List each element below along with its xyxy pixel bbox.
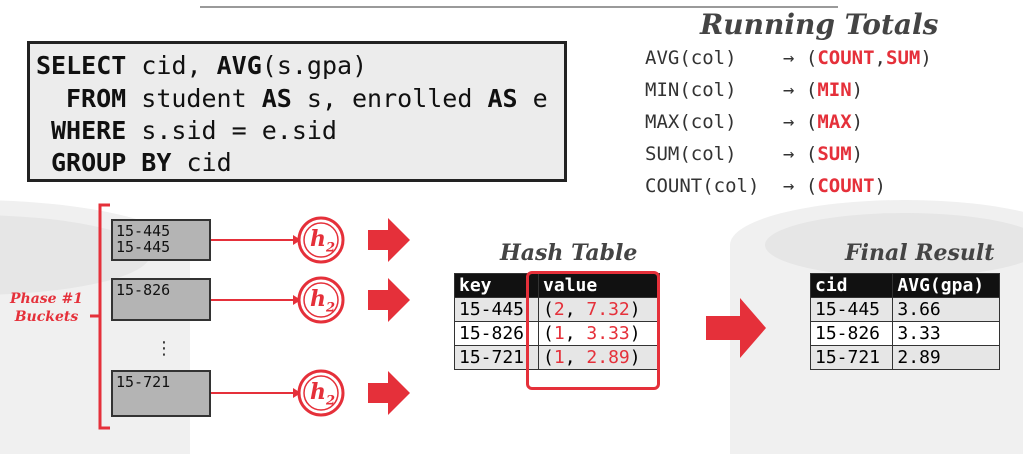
sql-line-select: SELECT cid, AVG(s.gpa): [36, 51, 368, 80]
result-avg-cell: 3.33: [892, 321, 1000, 346]
bucket-link-arrowhead-1: [293, 235, 301, 245]
sql-line-from: FROM student AS s, enrolled AS e: [66, 84, 548, 113]
rt-part: SUM: [817, 143, 852, 165]
hash-table-title: Hash Table: [500, 240, 638, 266]
sql-line-groupby: GROUP BY cid: [51, 148, 232, 177]
bucket-ellipsis: ⋮: [155, 338, 173, 359]
hash-table-header-key: key: [453, 273, 540, 298]
hash-value-cell: (2, 7.32): [538, 297, 660, 322]
rt-function: MIN(col): [645, 79, 737, 101]
hash-fn-label-3: h2: [310, 379, 336, 409]
hash-fn-circle-1: [297, 216, 345, 264]
table-row: 15-721(1, 2.89): [453, 345, 660, 370]
rt-part: MAX: [817, 111, 852, 133]
arrow-right-icon: [368, 371, 410, 415]
running-total-row: SUM(col)→ (SUM): [645, 143, 864, 165]
bucket-3: 15-721: [111, 370, 211, 417]
bucket-link-arrowhead-3: [293, 388, 301, 398]
value-column-highlight: [526, 271, 660, 390]
top-divider: [200, 6, 838, 8]
final-result-title: Final Result: [845, 240, 995, 266]
rt-arrow: →: [783, 47, 795, 69]
arrow-right-icon: [706, 298, 766, 358]
phase-label: Phase #1 Buckets: [10, 291, 83, 325]
bucket-1: 15-445 15-445: [111, 219, 211, 261]
hash-fn-circle-2: [297, 276, 345, 324]
final-result-header-cid: cid: [809, 273, 894, 298]
table-row: 15-445(2, 7.32): [453, 297, 660, 322]
rt-function: AVG(col): [645, 47, 737, 69]
result-avg-cell: 3.66: [892, 297, 1000, 322]
table-row: 15-826(1, 3.33): [453, 321, 660, 346]
hash-fn-label-2: h2: [310, 286, 336, 316]
bucket-2: 15-826: [111, 278, 211, 321]
rt-arrow: →: [783, 143, 795, 165]
rt-part: COUNT: [817, 47, 875, 69]
running-totals-title: Running Totals: [700, 8, 939, 41]
running-total-row: AVG(col)→ (COUNT,SUM): [645, 47, 932, 69]
result-cid-cell: 15-721: [809, 345, 894, 370]
running-total-row: COUNT(col)→ (COUNT): [645, 175, 886, 197]
hash-key-cell: 15-721: [453, 345, 540, 370]
rt-function: SUM(col): [645, 143, 737, 165]
hash-key-cell: 15-445: [453, 297, 540, 322]
rt-part: ,: [874, 47, 886, 69]
hash-fn-label-1: h2: [310, 226, 336, 256]
arrow-right-icon: [368, 218, 410, 262]
rt-part: SUM: [886, 47, 921, 69]
rt-part: COUNT: [817, 175, 875, 197]
phase-bracket: [90, 203, 110, 430]
sql-line-where: WHERE s.sid = e.sid: [51, 116, 337, 145]
hash-fn-circle-3: [297, 369, 345, 417]
running-total-row: MIN(col)→ (MIN): [645, 79, 864, 101]
hash-table-header-value: value: [538, 273, 660, 298]
result-avg-cell: 2.89: [892, 345, 1000, 370]
rt-arrow: →: [783, 79, 795, 101]
arrow-right-icon: [368, 278, 410, 322]
result-cid-cell: 15-826: [809, 321, 894, 346]
sql-query-box: SELECT cid, AVG(s.gpa) FROM student AS s…: [27, 41, 567, 182]
rt-part: MIN: [817, 79, 852, 101]
bucket-link-arrowhead-2: [293, 295, 301, 305]
hash-value-cell: (1, 2.89): [538, 345, 660, 370]
rt-arrow: →: [783, 175, 795, 197]
rt-function: COUNT(col): [645, 175, 760, 197]
result-cid-cell: 15-445: [809, 297, 894, 322]
hash-table: key value 15-445(2, 7.32)15-826(1, 3.33)…: [453, 273, 660, 370]
rt-function: MAX(col): [645, 111, 737, 133]
hash-key-cell: 15-826: [453, 321, 540, 346]
running-total-row: MAX(col)→ (MAX): [645, 111, 864, 133]
rt-arrow: →: [783, 111, 795, 133]
final-result-header-avg: AVG(gpa): [892, 273, 1000, 298]
